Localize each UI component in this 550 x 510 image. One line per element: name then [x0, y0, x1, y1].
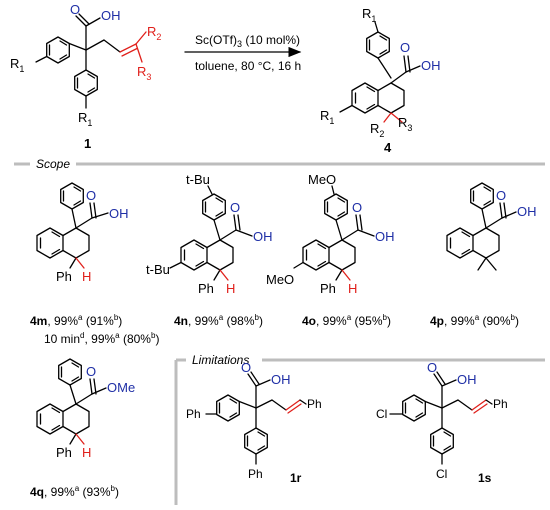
4n-yield: 4n, 99%a (98%b): [174, 313, 263, 328]
r2-label: R2: [147, 24, 161, 42]
1r-oh: OH: [271, 372, 291, 387]
4n-tbu-ring: t-Bu: [146, 262, 170, 277]
carbonyl-o-label: O: [70, 2, 80, 17]
compound-1s-label: 1s: [478, 471, 492, 485]
product-r2: R2: [370, 121, 384, 139]
4o-yield: 4o, 99%a (95%b): [302, 313, 391, 328]
4q-h: H: [82, 445, 91, 460]
compound-4-label: 4: [384, 140, 392, 155]
compound-4q: O OMe Ph H: [36, 358, 135, 460]
4p-o: O: [496, 188, 506, 203]
r1-label-upper: R1: [10, 56, 24, 74]
4m-h: H: [82, 269, 91, 284]
4n-tbu-top: t-Bu: [186, 172, 210, 187]
1r-o: O: [241, 360, 251, 375]
compound-1s: Cl O OH Ph Cl: [376, 360, 508, 481]
r3-label: R3: [137, 64, 151, 82]
4p-yield: 4p, 99%a (90%b): [430, 313, 519, 328]
4p-oh: OH: [517, 204, 537, 219]
4n-o: O: [230, 200, 240, 215]
4m-ph: Ph: [56, 269, 72, 284]
4n-ph: Ph: [198, 281, 214, 296]
1s-o: O: [427, 360, 437, 375]
4o-meo-top: MeO: [308, 172, 336, 187]
product-oh-label: OH: [421, 58, 441, 73]
4m-oh: OH: [109, 206, 129, 221]
4o-ph: Ph: [320, 281, 336, 296]
1r-aryl-upper: Ph: [186, 407, 201, 421]
4n-h: H: [226, 281, 235, 296]
4q-ph: Ph: [56, 445, 72, 460]
1r-aryl-lower: Ph: [248, 467, 263, 481]
r1-label-lower: R1: [78, 110, 92, 128]
compound-4p: O OH: [446, 182, 537, 271]
compound-4n: t-Bu O OH t-Bu Ph H: [146, 172, 273, 296]
compound-1r-label: 1r: [290, 471, 302, 485]
4m-yield-10min: 10 mind, 99%a (80%b): [44, 331, 159, 346]
r1-label-ring: R1: [320, 108, 334, 126]
4o-oh: OH: [375, 229, 395, 244]
compound-4o: MeO O OH MeO Ph H: [266, 172, 395, 296]
4n-oh: OH: [253, 229, 273, 244]
4m-o: O: [86, 188, 96, 203]
4m-yield: 4m, 99%a (91%b): [30, 313, 122, 328]
product-4: R1 O OH R1 R2 R3: [320, 6, 441, 139]
4q-yield: 4q, 99%a (93%b): [30, 484, 119, 499]
compound-1r: Ph O OH Ph Ph: [186, 360, 322, 481]
1s-aryl-upper: Cl: [376, 407, 387, 421]
4p-methyl-2: [485, 257, 497, 271]
compound-1-label: 1: [84, 136, 91, 151]
scope-title: Scope: [36, 157, 70, 171]
compound-4m: O OH Ph H: [36, 182, 129, 284]
r1-label-top: R1: [362, 6, 376, 24]
4q-ome: OMe: [107, 380, 135, 395]
limitations-title: Limitations: [192, 353, 249, 367]
4p-methyl-1: [477, 257, 487, 271]
hydroxyl-label: OH: [101, 8, 121, 23]
1s-alkene-ph: Ph: [493, 397, 508, 411]
4o-h: H: [348, 281, 357, 296]
4q-o: O: [86, 364, 96, 379]
conditions-text: toluene, 80 °C, 16 h: [195, 59, 301, 73]
1s-aryl-lower: Cl: [436, 467, 447, 481]
starting-material-1: R1 O OH R2 R3 R1: [10, 2, 161, 128]
4o-o: O: [352, 200, 362, 215]
product-r3: R3: [398, 115, 412, 133]
product-o-label: O: [400, 40, 410, 55]
catalyst-text: Sc(OTf)3 (10 mol%): [195, 33, 300, 49]
4o-meo-ring: MeO: [266, 272, 294, 287]
1s-oh: OH: [457, 372, 477, 387]
1r-alkene-ph: Ph: [307, 397, 322, 411]
